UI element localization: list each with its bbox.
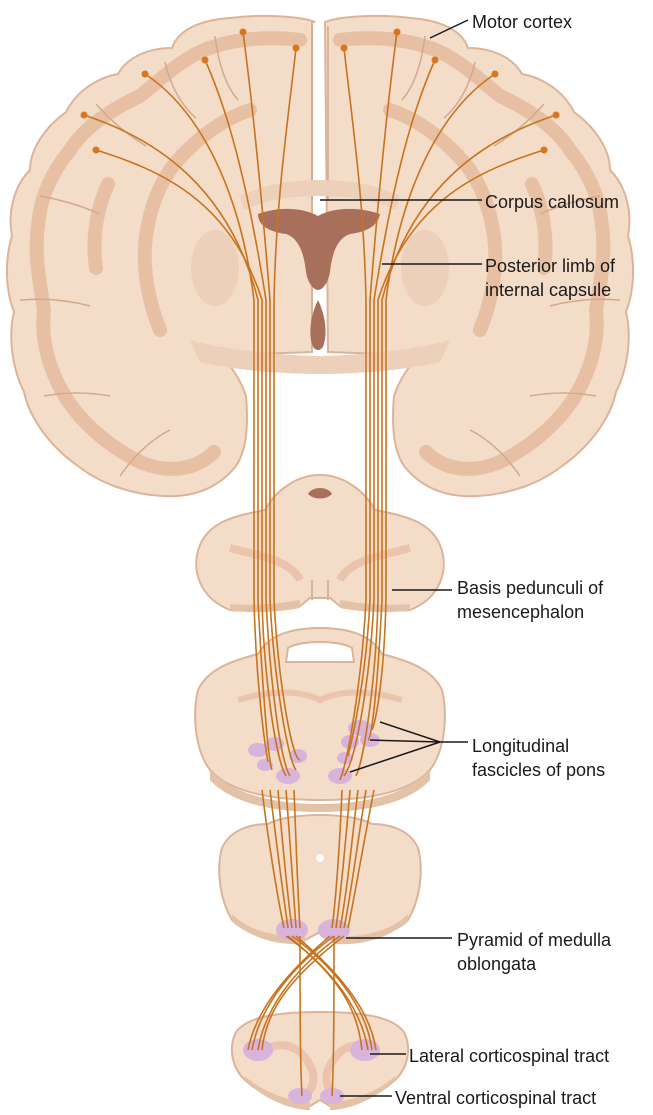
label-motor-cortex: Motor cortex <box>472 12 572 32</box>
label-pyramid-line2: oblongata <box>457 954 537 974</box>
leader-lines <box>320 19 482 1097</box>
label-longitudinal-fascicles-line2: fascicles of pons <box>472 760 605 780</box>
central-canal <box>316 854 324 862</box>
third-ventricle <box>310 300 326 350</box>
brain-base <box>190 340 450 374</box>
cerebral-aqueduct <box>308 488 332 499</box>
sulci <box>19 26 621 477</box>
left-gyri <box>29 31 307 476</box>
medulla-section <box>218 813 422 945</box>
corticospinal-fibers <box>83 31 557 1097</box>
label-posterior-limb-line2: internal capsule <box>485 280 611 300</box>
fourth-ventricle <box>284 641 356 663</box>
label-basis-pedunculi-line2: mesencephalon <box>457 602 584 622</box>
label-pyramid-line1: Pyramid of medulla <box>457 930 612 950</box>
midbrain-section <box>195 473 445 613</box>
right-basal-nuclei <box>401 230 449 306</box>
label-basis-pedunculi-line1: Basis pedunculi of <box>457 578 604 598</box>
label-posterior-limb-line1: Posterior limb of <box>485 256 616 276</box>
right-gyri <box>333 31 611 476</box>
label-corpus-callosum: Corpus callosum <box>485 192 619 212</box>
lateral-ventricles <box>258 208 380 290</box>
upper-motor-neurons <box>80 28 560 154</box>
label-longitudinal-fascicles-line1: Longitudinal <box>472 736 569 756</box>
label-ventral-corticospinal-tract: Ventral corticospinal tract <box>395 1088 596 1108</box>
left-basal-nuclei <box>191 230 239 306</box>
pons-section <box>194 626 446 812</box>
left-hemisphere <box>5 14 316 498</box>
brain-coronal-section <box>5 14 635 498</box>
label-lateral-corticospinal-tract: Lateral corticospinal tract <box>409 1046 609 1066</box>
